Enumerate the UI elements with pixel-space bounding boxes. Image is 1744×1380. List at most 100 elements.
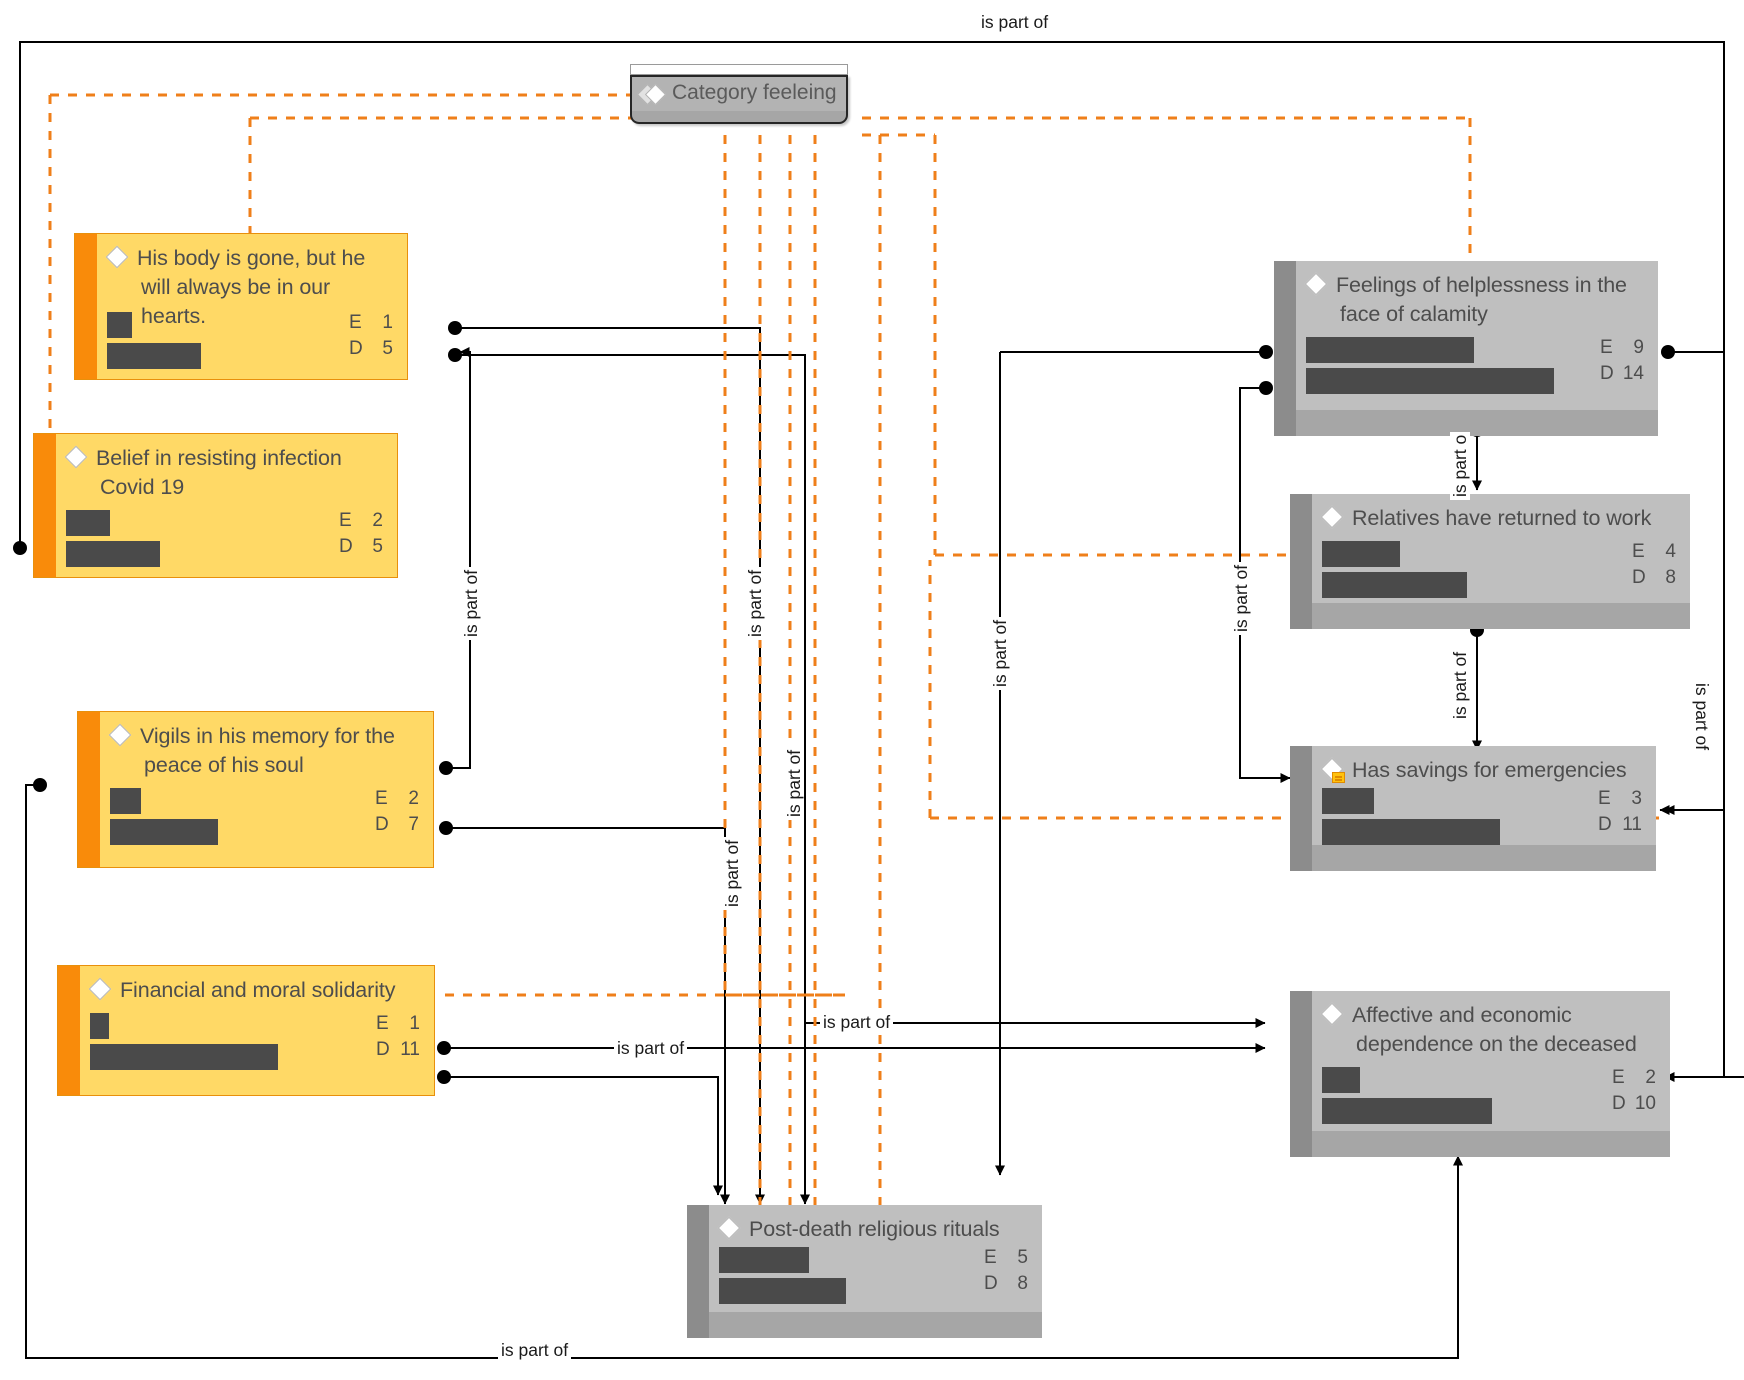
node-bars <box>110 788 218 850</box>
category-caption-bar <box>632 77 846 111</box>
node-accent-stripe <box>687 1205 709 1338</box>
node-bars <box>1322 541 1467 603</box>
edge-label-v6: is part of <box>1231 561 1251 635</box>
diamond-icon <box>108 723 132 747</box>
node-body: Feelings of helplessness in the face of … <box>1296 261 1658 436</box>
bar-d <box>719 1278 846 1304</box>
diamond-icon <box>64 445 88 469</box>
edge-label-v3: is part of <box>784 746 804 820</box>
node-belief-resisting[interactable]: Belief in resisting infection Covid 19 E… <box>33 433 398 578</box>
category-node[interactable]: Category feeleing <box>624 64 848 124</box>
node-accent-stripe <box>78 712 100 867</box>
bar-e <box>1322 1067 1360 1093</box>
node-bars <box>107 312 201 374</box>
node-accent-stripe <box>1290 991 1312 1157</box>
diamond-icon <box>1304 272 1328 296</box>
edge-label-top: is part of <box>978 12 1052 32</box>
node-footer-band <box>1312 845 1656 871</box>
edge-label-v8-relatives-savings: is part of <box>1450 648 1470 722</box>
node-footer-band <box>1296 410 1658 436</box>
node-title: Feelings of helplessness in the face of … <box>1304 271 1644 329</box>
node-helplessness[interactable]: Feelings of helplessness in the face of … <box>1274 261 1658 436</box>
node-affective-dependence[interactable]: Affective and economic dependence on the… <box>1290 991 1670 1157</box>
diamond-icon <box>1320 1002 1344 1026</box>
bar-e <box>90 1013 109 1039</box>
node-footer-band <box>709 1312 1042 1338</box>
bar-e <box>66 510 110 536</box>
edge-label-bottom: is part of <box>498 1340 572 1360</box>
bar-d <box>1322 819 1500 845</box>
node-accent-stripe <box>75 234 97 379</box>
node-title: Vigils in his memory for the peace of hi… <box>108 722 419 780</box>
category-tab-top <box>630 64 848 75</box>
edge-label-belief-vertical: is part of <box>461 566 481 640</box>
node-title: His body is gone, but he will always be … <box>105 244 393 331</box>
bar-d <box>66 541 160 567</box>
node-body: Belief in resisting infection Covid 19 E… <box>56 434 397 577</box>
node-title: Financial and moral solidarity <box>88 976 420 1005</box>
node-accent-stripe <box>1290 746 1312 871</box>
diamond-icon <box>105 245 129 269</box>
node-title: Post-death religious rituals <box>717 1215 1028 1244</box>
category-title: Category feeleing <box>672 81 837 104</box>
edge-label-mid-upper: is part of <box>820 1012 894 1032</box>
double-diamond-icon <box>636 83 668 106</box>
node-footer-band <box>1312 1131 1670 1157</box>
node-title: Belief in resisting infection Covid 19 <box>64 444 383 502</box>
edge-label-v5: is part of <box>990 616 1010 690</box>
edge-label-v7-helplessness-relatives: is part o <box>1450 431 1470 500</box>
edge-label-v4: is part of <box>722 836 742 910</box>
edge-label-mid-lower: is part of <box>614 1038 688 1058</box>
bar-d <box>110 819 218 845</box>
bar-d <box>1322 1098 1492 1124</box>
node-accent-stripe <box>34 434 56 577</box>
node-accent-stripe <box>58 966 80 1095</box>
edge-label-v2: is part of <box>745 566 765 640</box>
bar-e <box>1322 541 1400 567</box>
node-bars <box>1322 1067 1492 1129</box>
node-bars <box>66 510 160 572</box>
category-shell: Category feeleing <box>630 75 848 124</box>
diamond-icon <box>88 977 112 1001</box>
node-title: Relatives have returned to work <box>1320 504 1676 533</box>
node-bars <box>719 1247 846 1309</box>
node-title: Has savings for emergencies <box>1320 756 1642 785</box>
node-bars <box>1306 337 1554 399</box>
node-body-gone[interactable]: His body is gone, but he will always be … <box>74 233 408 380</box>
node-accent-stripe <box>1290 494 1312 629</box>
node-accent-stripe <box>1274 261 1296 436</box>
bar-d <box>107 343 201 369</box>
diamond-icon <box>717 1216 741 1240</box>
diamond-note-icon <box>1320 757 1345 783</box>
node-vigils[interactable]: Vigils in his memory for the peace of hi… <box>77 711 434 868</box>
